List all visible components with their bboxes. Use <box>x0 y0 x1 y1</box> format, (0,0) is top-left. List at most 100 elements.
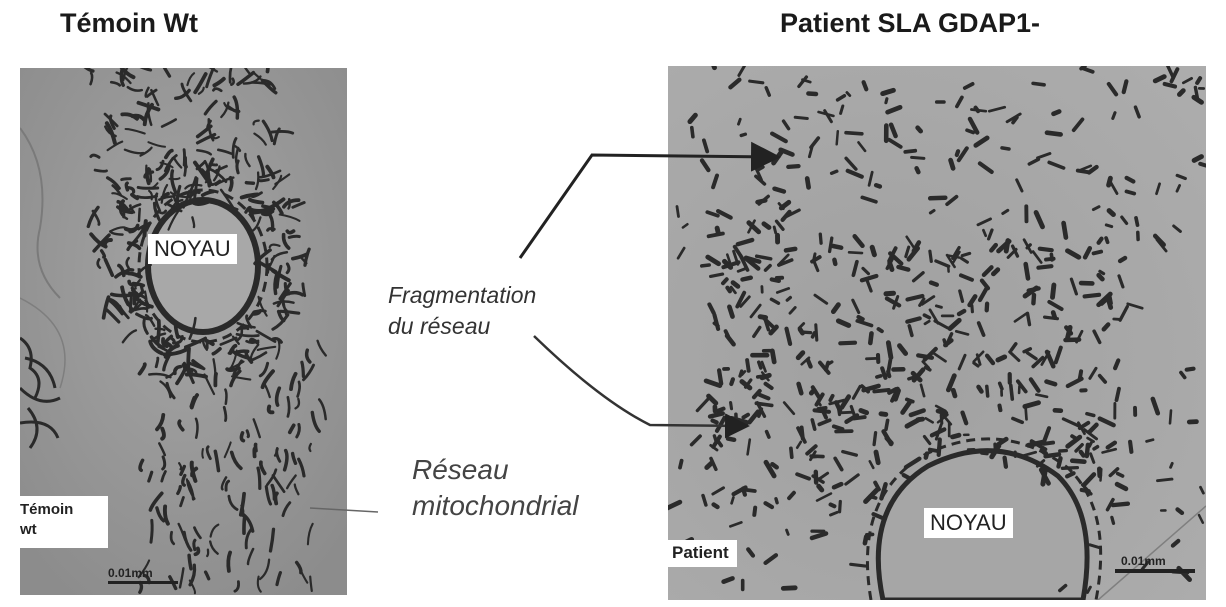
mitochondrion-fragment <box>1085 411 1096 418</box>
mitochondrion-strand <box>105 176 121 190</box>
mitochondrion-strand <box>147 141 166 148</box>
mitochondrion-strand <box>155 506 166 523</box>
mitochondrion-fragment <box>1044 379 1058 387</box>
mitochondrion-fragment <box>1105 440 1118 450</box>
mitochondrion-fragment <box>922 434 932 446</box>
mitochondrion-strand <box>124 127 146 135</box>
mitochondrion-strand <box>268 254 276 267</box>
mitochondrion-fragment <box>1152 233 1166 247</box>
mitochondrion-strand <box>109 80 122 87</box>
mitochondrion-strand <box>273 491 279 506</box>
mitochondrion-strand <box>139 68 153 72</box>
mitochondrion-strand <box>207 117 215 142</box>
mitochondrion-strand <box>249 351 268 362</box>
mitochondrion-strand <box>119 68 136 80</box>
fragmentation-annotation: Fragmentation du réseau <box>388 280 536 342</box>
mitochondrion-fragment <box>851 298 861 315</box>
mitochondrion-fragment <box>1088 366 1098 380</box>
mitochondrion-strand <box>301 282 307 298</box>
mitochondrion-fragment <box>795 472 811 481</box>
mitochondrion-strand <box>265 468 278 487</box>
mitochondrion-fragment <box>878 411 889 417</box>
mitochondrion-fragment <box>793 115 809 120</box>
mitochondrion-fragment <box>757 392 771 401</box>
mitochondrion-fragment <box>1086 436 1095 443</box>
mitochondrion-fragment <box>1051 109 1062 117</box>
mitochondrion-fragment <box>770 461 779 470</box>
mitochondrion-strand <box>287 234 301 239</box>
mitochondrion-strand <box>250 81 273 86</box>
mitochondrion-fragment <box>1038 467 1051 486</box>
mitochondrion-fragment <box>755 373 769 379</box>
mitochondrion-fragment <box>967 294 978 308</box>
mitochondrion-strand <box>137 362 147 376</box>
mitochondrion-strand <box>137 559 151 579</box>
mitochondrion-fragment <box>960 251 972 258</box>
mitochondrion-fragment <box>996 238 1012 254</box>
mitochondrion-fragment <box>763 381 774 391</box>
mitochondrion-strand <box>220 101 230 119</box>
mitochondrion-fragment <box>873 183 883 189</box>
mitochondrion-fragment <box>1082 246 1093 260</box>
mitochondrion-fragment <box>1162 81 1178 89</box>
mitochondrion-fragment <box>928 208 936 215</box>
mitochondrion-strand <box>119 68 125 87</box>
mitochondrion-strand <box>294 397 301 410</box>
mitochondrion-strand <box>188 563 197 587</box>
mitochondrion-strand <box>118 208 129 220</box>
mitochondrion-fragment <box>851 384 862 400</box>
mitochondrion-strand <box>162 68 172 78</box>
mitochondrion-fragment <box>829 510 839 517</box>
mitochondrion-strand <box>120 177 132 182</box>
mitochondrion-fragment <box>712 313 721 331</box>
mitochondrion-strand <box>148 182 159 189</box>
mitochondrion-fragment <box>1031 292 1037 306</box>
mitochondrion-fragment <box>1043 315 1059 321</box>
mitochondrion-fragment <box>772 225 778 235</box>
mitochondrion-fragment <box>951 250 961 264</box>
mitochondrion-fragment <box>911 240 922 254</box>
mitochondrion-fragment <box>897 343 909 356</box>
mitochondrion-strand <box>143 170 155 179</box>
mitochondrion-fragment <box>687 112 698 125</box>
mitochondrion-fragment <box>907 375 918 381</box>
mitochondrion-fragment <box>885 256 895 271</box>
mitochondrion-strand <box>297 457 306 478</box>
mitochondrion-fragment <box>847 251 864 255</box>
mitochondrion-fragment <box>841 449 858 457</box>
mitochondrion-strand <box>265 68 270 74</box>
control-corner-line1: Témoin <box>20 501 74 518</box>
mitochondrion-strand <box>181 473 187 487</box>
mitochondrion-fragment <box>862 534 869 546</box>
mitochondrion-fragment <box>1060 465 1080 470</box>
mitochondrion-strand <box>189 367 198 376</box>
mitochondrion-strand <box>235 159 240 175</box>
mitochondrion-strand <box>149 335 165 350</box>
mitochondrion-fragment <box>993 442 998 454</box>
mitochondrion-fragment <box>707 411 725 419</box>
mitochondrion-fragment <box>959 256 969 264</box>
mitochondrion-fragment <box>729 377 735 387</box>
mitochondrion-strand <box>271 313 290 331</box>
mitochondrion-fragment <box>712 434 719 444</box>
mitochondrion-fragment <box>1009 383 1015 401</box>
mitochondrion-fragment <box>948 157 956 171</box>
mitochondrion-fragment <box>985 384 990 398</box>
mitochondrion-strand <box>252 119 260 126</box>
mitochondrion-fragment <box>770 131 788 144</box>
mitochondrion-strand <box>205 445 212 461</box>
mitochondrion-fragment <box>876 327 884 334</box>
mitochondrion-fragment <box>901 473 911 480</box>
mitochondrion-fragment <box>1113 358 1121 371</box>
mitochondrion-strand <box>298 564 309 584</box>
mitochondrion-strand <box>235 332 260 338</box>
mitochondrion-fragment <box>774 219 785 231</box>
mitochondrion-strand <box>101 295 111 320</box>
mitochondrion-fragment <box>976 217 992 227</box>
mitochondrion-strand <box>229 450 243 471</box>
mitochondrion-fragment <box>962 82 975 90</box>
mitochondrion-fragment <box>887 246 898 263</box>
mitochondrion-fragment <box>873 449 881 466</box>
mitochondrion-fragment <box>880 87 896 97</box>
mitochondrion-strand <box>177 419 185 432</box>
